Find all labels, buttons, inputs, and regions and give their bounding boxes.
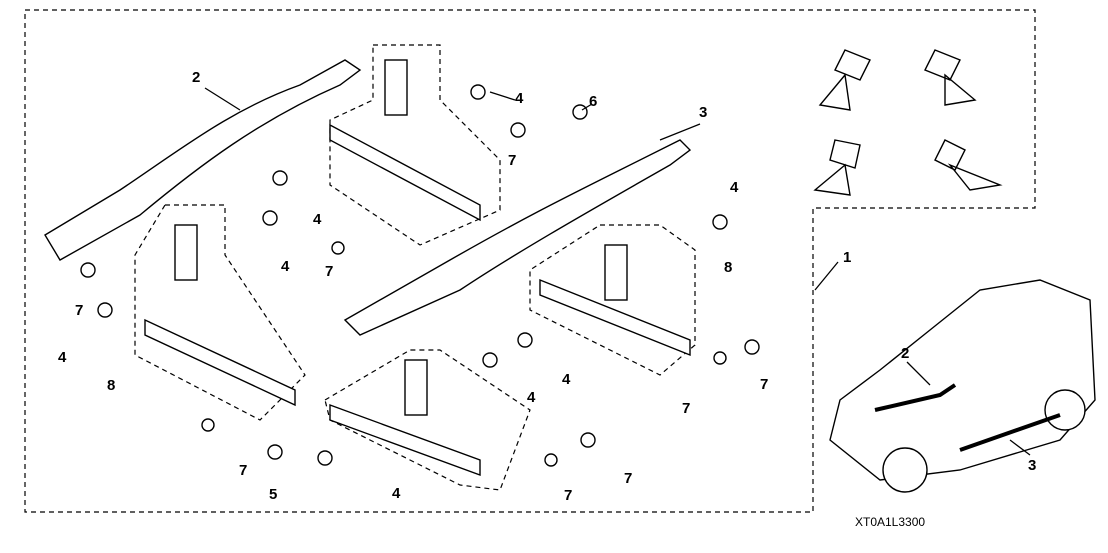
callout-8: 8 xyxy=(724,259,732,276)
callout-3: 3 xyxy=(699,104,707,121)
callout-8: 8 xyxy=(107,377,115,394)
callout-4: 4 xyxy=(515,90,524,107)
bracket-front-right xyxy=(529,224,696,376)
callout-5: 5 xyxy=(269,486,277,503)
mud-guard-pieces xyxy=(813,49,1003,196)
callout-4: 4 xyxy=(313,211,322,228)
callout-1: 1 xyxy=(843,249,851,266)
callout-4: 4 xyxy=(527,389,536,406)
callout-4: 4 xyxy=(58,349,67,366)
vehicle-illustration xyxy=(829,279,1096,493)
step-bar-right xyxy=(343,139,692,336)
callout-7: 7 xyxy=(75,302,83,319)
callout-7: 7 xyxy=(239,462,247,479)
callout-2: 2 xyxy=(901,345,909,362)
callout-7: 7 xyxy=(508,152,516,169)
leader-lines xyxy=(204,87,1031,456)
callout-4: 4 xyxy=(281,258,290,275)
bracket-front-left xyxy=(329,44,501,246)
callout-7: 7 xyxy=(760,376,768,393)
callout-4: 4 xyxy=(562,371,571,388)
callout-6: 6 xyxy=(589,93,597,110)
step-bar-left xyxy=(44,59,362,261)
callout-7: 7 xyxy=(624,470,632,487)
callout-7: 7 xyxy=(325,263,333,280)
callout-3: 3 xyxy=(1028,457,1036,474)
bracket-rear-right xyxy=(324,349,531,491)
callout-7: 7 xyxy=(682,400,690,417)
diagram-code: XT0A1L3300 xyxy=(855,515,925,529)
kit-boundary xyxy=(24,9,1036,513)
callout-7: 7 xyxy=(564,487,572,504)
bracket-rear-left xyxy=(134,204,306,421)
callout-2: 2 xyxy=(192,69,200,86)
callout-4: 4 xyxy=(392,485,401,502)
callout-4: 4 xyxy=(730,179,739,196)
